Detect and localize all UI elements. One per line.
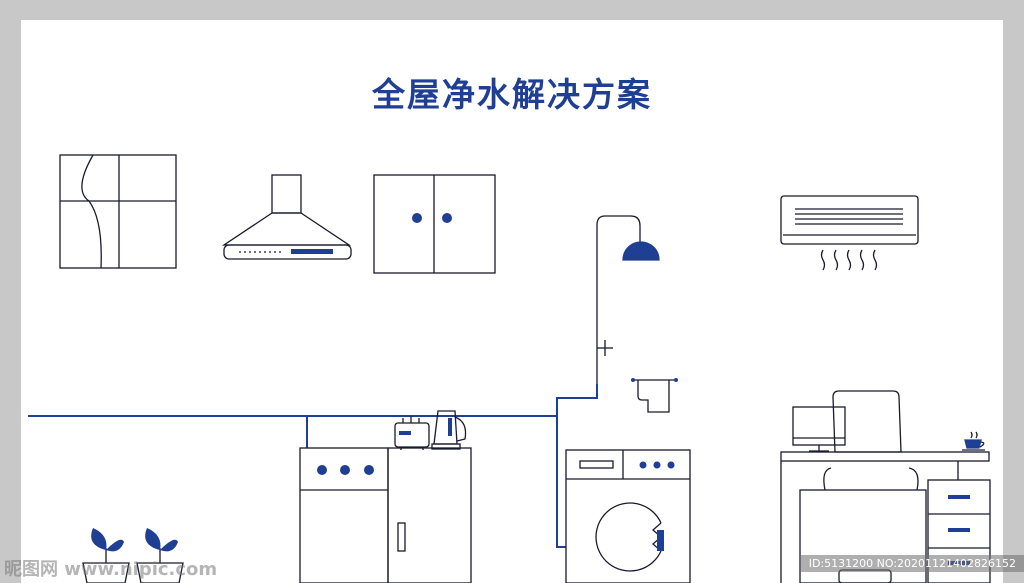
plant-icon <box>82 528 130 583</box>
kettle-icon <box>431 410 467 450</box>
range-hood-icon <box>221 174 352 260</box>
tea-cup-icon <box>962 431 985 451</box>
diagram-canvas: 全屋净水解决方案 <box>21 20 1003 583</box>
page-title: 全屋净水解决方案 <box>372 75 652 114</box>
watermark-left: 昵图网 www.nipic.com <box>4 559 218 580</box>
towel-icon <box>631 378 678 413</box>
washing-machine-icon <box>565 449 691 583</box>
computer-icon <box>792 406 846 452</box>
cabinet-icon <box>373 174 496 274</box>
toaster-icon <box>394 416 430 450</box>
diagram-illustration <box>28 154 991 583</box>
plant-icon <box>136 528 184 583</box>
water-pipe <box>28 384 598 548</box>
air-conditioner-icon <box>780 195 919 271</box>
watermark-right: ID:5131200 NO:20201121402826152 <box>800 555 1024 572</box>
shower-icon <box>596 215 660 384</box>
window-icon <box>59 154 177 269</box>
stove-icon <box>299 447 472 583</box>
